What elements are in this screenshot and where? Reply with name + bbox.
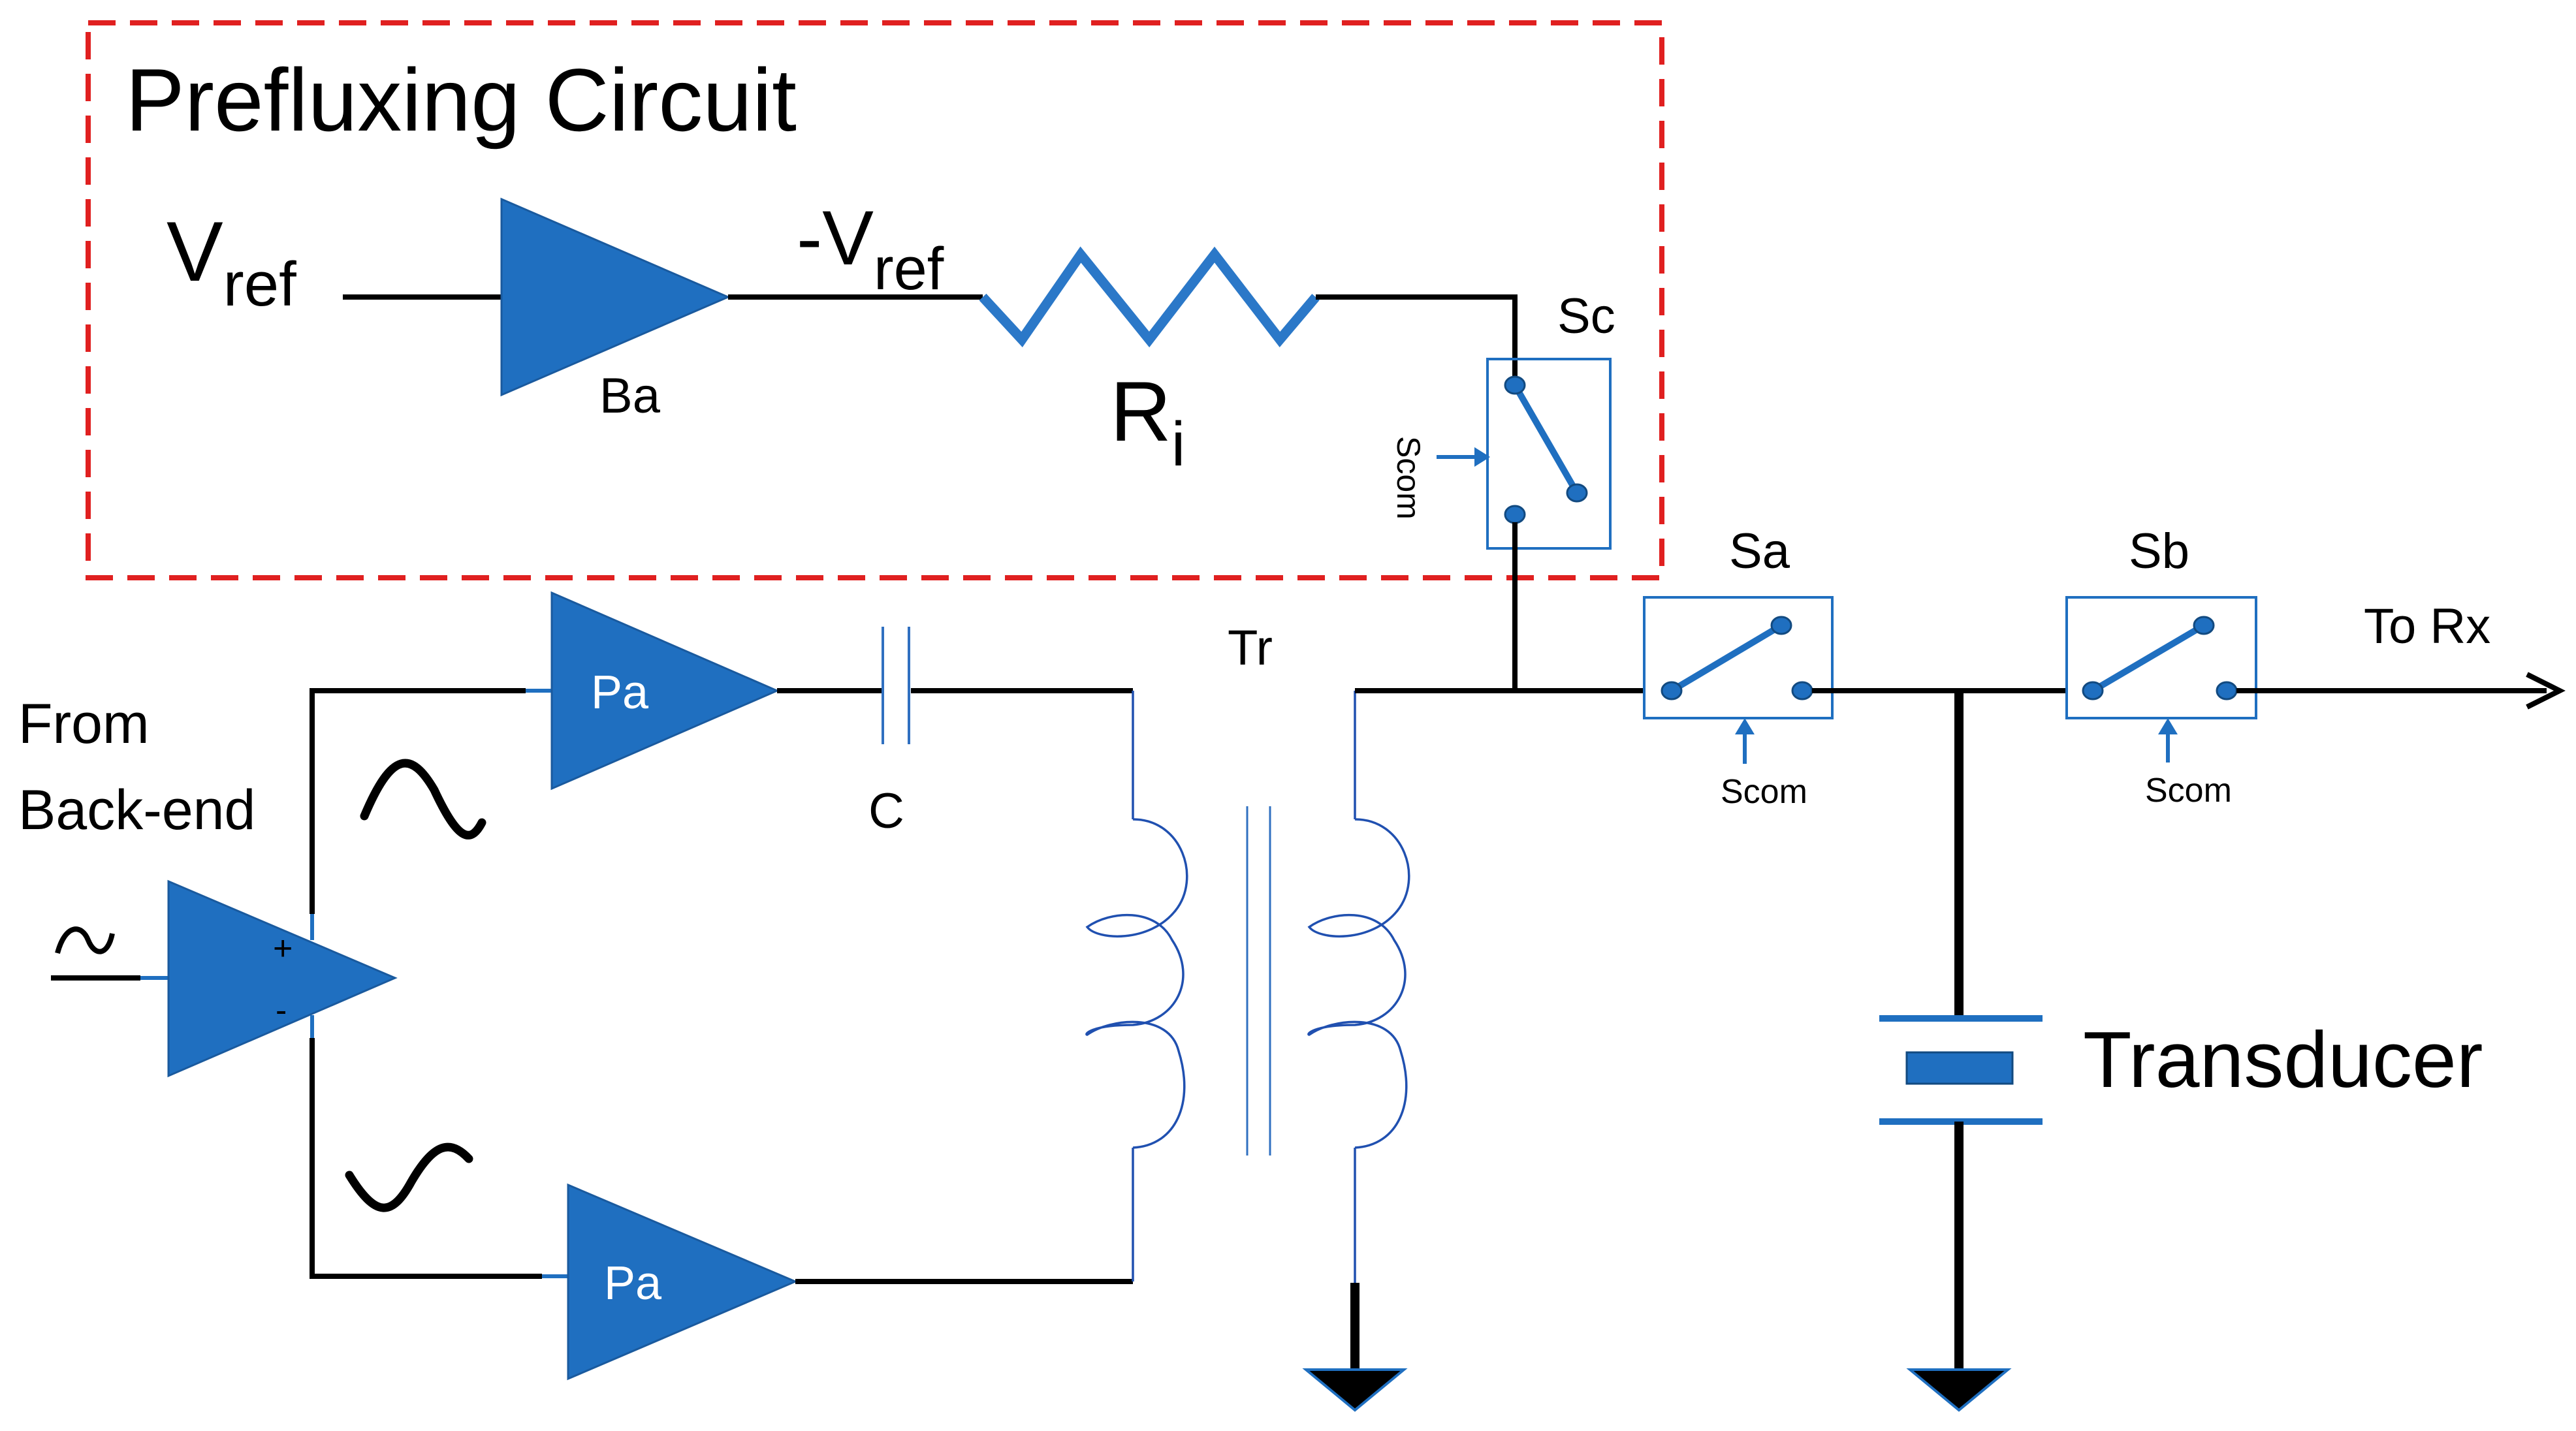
switch-sa [1643, 596, 1834, 719]
sc-contact-switched [1566, 483, 1588, 503]
wire-resistor-to-sc [1316, 294, 1518, 379]
sa-contact-switched [1770, 616, 1792, 635]
transducer-element [1905, 1051, 2014, 1085]
sb-contact-right [2216, 681, 2238, 700]
sc-contact-top [1504, 375, 1526, 395]
ground-icon-transformer [1302, 1368, 1408, 1412]
scom-label-sb: Scom [2145, 772, 2232, 810]
prefluxing-circuit-title: Prefluxing Circuit [125, 50, 797, 149]
driver-plus-sign: + [273, 930, 293, 967]
to-rx-arrowhead-icon [2526, 672, 2566, 710]
driver-minus-sign: - [276, 992, 287, 1030]
inverted-sine-wave-icon [345, 1142, 473, 1212]
power-amplifier-bottom [567, 1183, 798, 1381]
sc-contact-bottom [1504, 505, 1526, 524]
buffer-label-ba: Ba [599, 368, 661, 424]
sa-contact-right [1791, 681, 1813, 700]
switch-label-sb: Sb [2129, 524, 2189, 579]
resistor-subscript: i [1171, 409, 1185, 479]
scom-control-sa [1735, 718, 1755, 764]
scom-control-sc [1437, 447, 1490, 467]
sb-contact-switched [2193, 616, 2215, 635]
differential-driver-amplifier [167, 879, 398, 1078]
wire-lower-rail [310, 1038, 542, 1279]
switch-label-sa: Sa [1729, 524, 1790, 579]
transducer-label: Transducer [2083, 1015, 2483, 1104]
resistor-ri [979, 246, 1320, 348]
scom-control-sb [2158, 718, 2178, 763]
power-amplifier-top [550, 591, 780, 791]
switch-sc [1486, 358, 1612, 550]
transformer-label: Tr [1228, 620, 1273, 676]
wire-upper-rail [310, 688, 526, 914]
transformer-secondary-coil [1307, 818, 1410, 1149]
scom-label-sa: Scom [1721, 773, 1807, 811]
prefluxing-circuit-frame [86, 20, 1664, 580]
ac-source-icon [55, 926, 115, 954]
source-label-from: From [18, 693, 150, 755]
sb-contact-left [2082, 681, 2104, 700]
pa-bottom-label: Pa [604, 1257, 662, 1310]
ground-icon-transducer [1906, 1368, 2012, 1412]
vref-label: Vref [167, 204, 296, 319]
sine-wave-icon [360, 759, 486, 840]
transformer-primary-coil [1085, 818, 1188, 1149]
to-rx-label: To Rx [2364, 599, 2490, 654]
resistor-label-ri: Ri [1110, 364, 1185, 479]
scom-label-sc: Scom [1390, 436, 1427, 520]
neg-vref-label: -Vref [797, 195, 944, 302]
switch-sb [2065, 596, 2257, 719]
source-label-back-end: Back-end [18, 779, 255, 841]
capacitor-label: C [868, 783, 904, 839]
buffer-amplifier-ba [500, 197, 731, 397]
neg-vref-subscript: ref [874, 236, 944, 302]
pa-top-label: Pa [591, 667, 649, 719]
sa-contact-left [1661, 681, 1683, 700]
switch-label-sc: Sc [1557, 289, 1615, 344]
vref-subscript: ref [223, 249, 296, 319]
